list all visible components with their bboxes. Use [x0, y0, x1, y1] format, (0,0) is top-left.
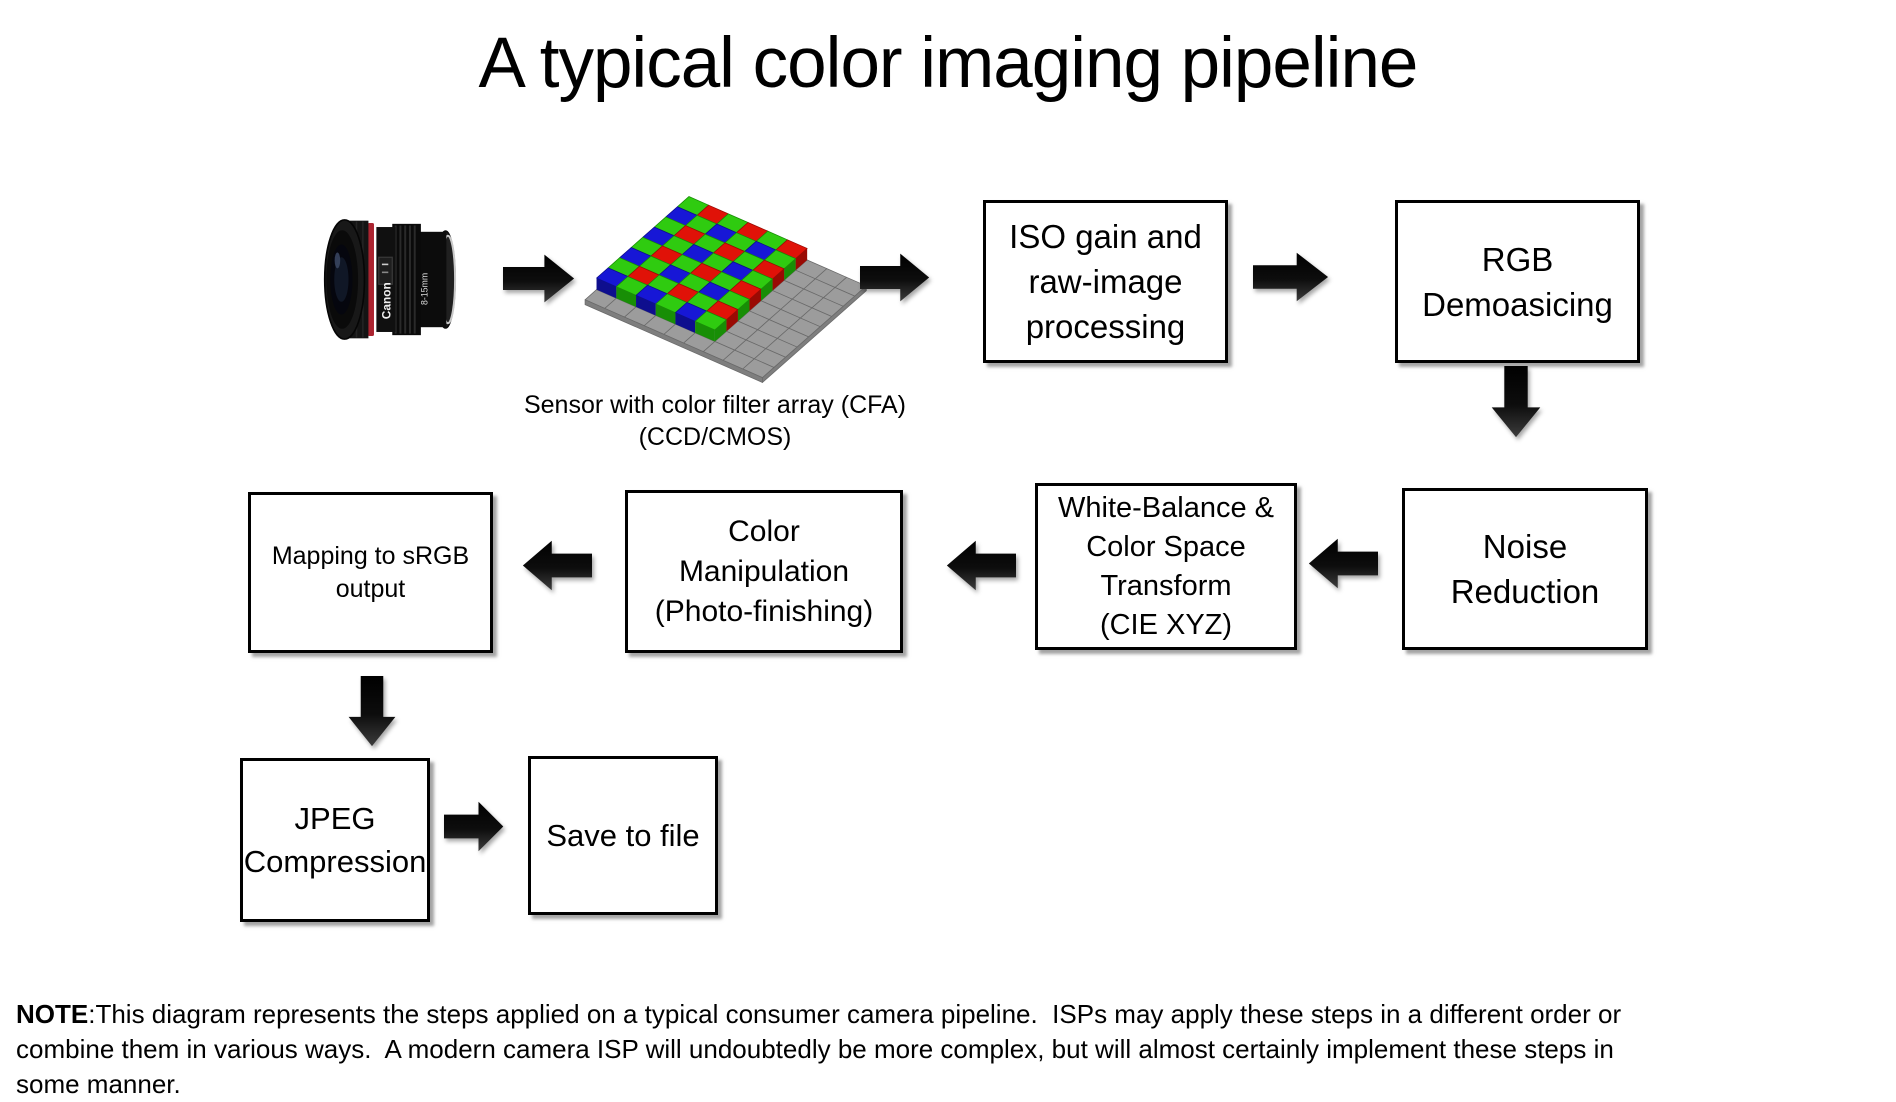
lens-distance-window	[378, 256, 393, 285]
box-iso-gain: ISO gain and raw-image processing	[983, 200, 1228, 363]
box-noise-reduction: Noise Reduction	[1402, 488, 1648, 650]
lens-zoom-ring	[392, 223, 421, 336]
box-mapping-srgb-label: Mapping to sRGB output	[271, 541, 470, 603]
lens-brand-text: Canon	[380, 282, 394, 319]
box-jpeg-compression-label: JPEG Compression	[243, 801, 427, 879]
sensor-caption: Sensor with color filter array (CFA) (CC…	[523, 391, 907, 451]
arrow-sensor-to-iso	[860, 253, 930, 302]
arrow-whitebalance-to-colormanip	[946, 540, 1016, 591]
arrow-mapping-to-jpeg	[348, 676, 396, 747]
note-body: :This diagram represents the steps appli…	[16, 999, 1622, 1099]
arrow-rgb-to-noise	[1491, 366, 1541, 438]
arrow-noise-to-whitebalance	[1308, 538, 1378, 589]
box-rgb-demosaicing: RGB Demoasicing	[1395, 200, 1640, 363]
box-save-to-file: Save to file	[528, 756, 718, 915]
arrow-jpeg-to-save	[444, 801, 504, 852]
arrow-lens-to-sensor	[503, 254, 575, 303]
box-white-balance: White-Balance & Color Space Transform (C…	[1035, 483, 1297, 650]
box-mapping-srgb: Mapping to sRGB output	[248, 492, 493, 653]
note-label: NOTE	[16, 999, 89, 1029]
lens-red-ring	[367, 223, 374, 336]
box-noise-reduction-label: Noise Reduction	[1450, 528, 1600, 610]
box-iso-gain-label: ISO gain and raw-image processing	[1009, 218, 1202, 345]
page-title: A typical color imaging pipeline	[478, 24, 1419, 103]
note-paragraph: NOTE:This diagram represents the steps a…	[16, 997, 1888, 1102]
box-jpeg-compression: JPEG Compression	[240, 758, 430, 922]
lens-spec-text: 8-15mm	[419, 273, 429, 305]
box-save-to-file-label: Save to file	[546, 817, 700, 853]
box-rgb-demosaicing-label: RGB Demoasicing	[1422, 240, 1613, 323]
box-color-manipulation-label: Color Manipulation (Photo-finishing)	[654, 514, 874, 628]
arrow-colormanip-to-mapping	[522, 540, 592, 591]
arrow-iso-to-rgb	[1253, 252, 1329, 302]
camera-lens-image: 8-15mm Canon	[323, 219, 457, 340]
box-white-balance-label: White-Balance & Color Space Transform (C…	[1058, 491, 1274, 641]
cfa-sensor-image	[584, 196, 867, 383]
box-color-manipulation: Color Manipulation (Photo-finishing)	[625, 490, 903, 653]
